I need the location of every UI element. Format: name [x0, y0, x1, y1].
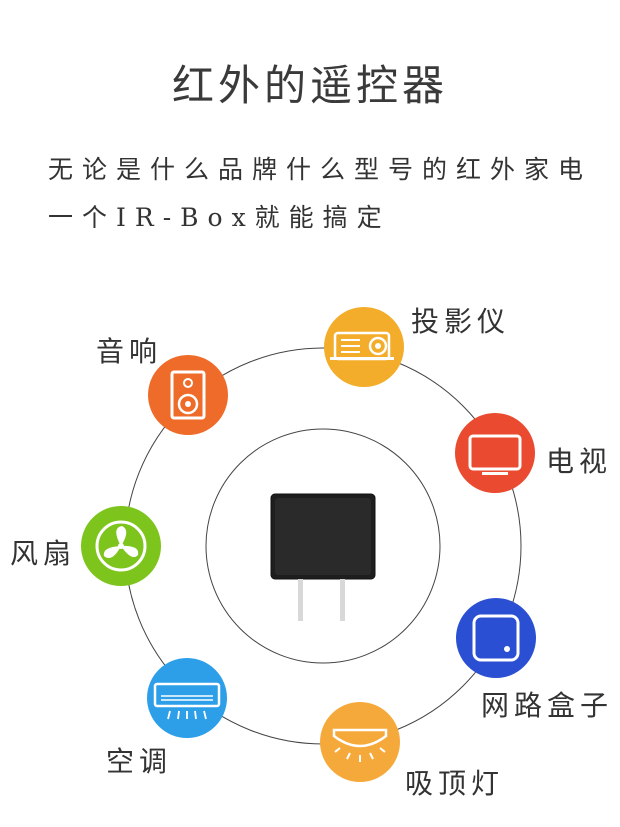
device-label-ceiling-light: 吸顶灯 — [405, 767, 505, 800]
device-label-air-conditioner: 空调 — [106, 745, 173, 778]
device-label-tv: 电视 — [546, 445, 613, 478]
ceiling-light-icon[interactable] — [320, 702, 400, 782]
device-label-fan: 风扇 — [10, 537, 77, 570]
fan-icon[interactable] — [81, 506, 161, 586]
subtitle-line-1: 无论是什么品牌什么型号的红外家电 — [48, 155, 593, 184]
page-title: 红外的遥控器 — [171, 61, 448, 110]
device-label-speaker: 音响 — [96, 335, 163, 368]
ir-box-plug-icon — [270, 493, 376, 621]
device-label-projector: 投影仪 — [411, 305, 511, 338]
air-conditioner-icon[interactable] — [147, 658, 227, 738]
subtitle-line-2: 一个IR-Box就能搞定 — [48, 203, 391, 232]
tv-icon[interactable] — [455, 413, 535, 493]
projector-icon[interactable] — [324, 307, 404, 387]
speaker-icon[interactable] — [148, 355, 228, 435]
network-box-icon[interactable] — [456, 598, 536, 678]
device-label-network-box: 网路盒子 — [481, 689, 614, 722]
inner-ring — [205, 428, 441, 664]
